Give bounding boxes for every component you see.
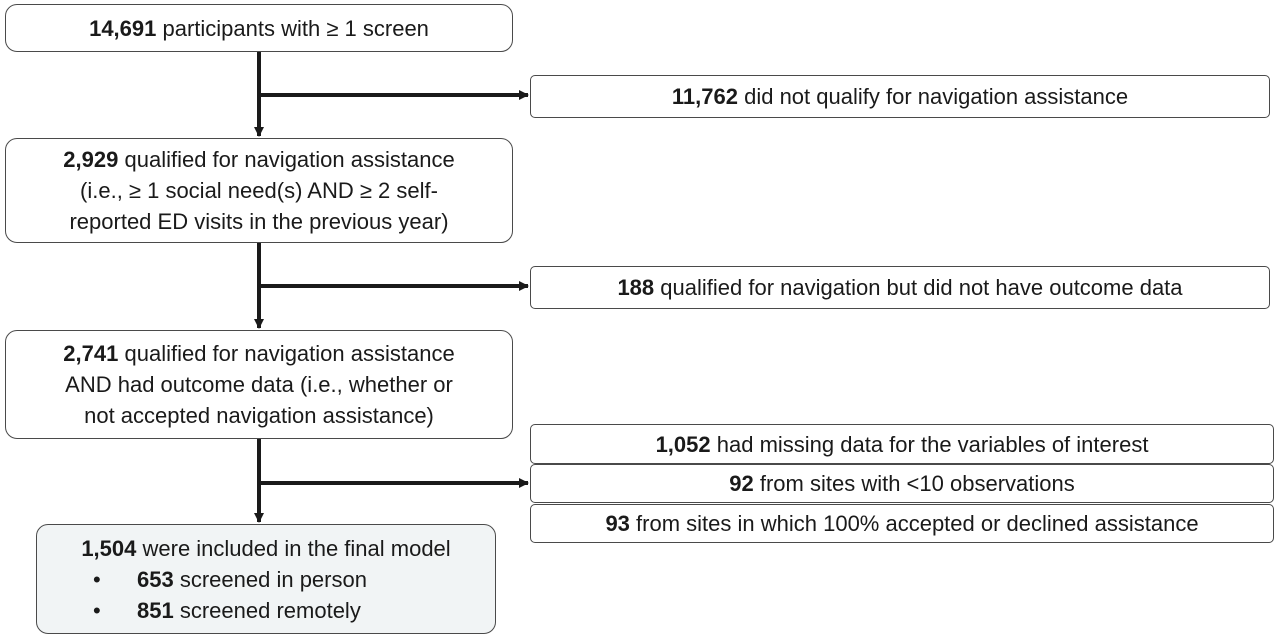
uniform-sites-count: 93 (605, 511, 630, 536)
small-sites-count: 92 (729, 471, 754, 496)
no-outcome-data-box: 188 qualified for navigation but did not… (530, 266, 1270, 309)
missing-data-count: 1,052 (655, 431, 711, 457)
outcome-data-line-2: AND had outcome data (i.e., whether or (65, 372, 453, 397)
final-model-count: 1,504 (81, 535, 137, 561)
not-qualified-count: 11,762 (671, 84, 738, 109)
qualified-line-1: qualified for navigation assistance (124, 147, 455, 172)
in-person-count: 653 (137, 566, 174, 592)
outcome-data-box: 2,741 qualified for navigation assistanc… (5, 330, 513, 439)
qualified-line-3: reported ED visits in the previous year) (69, 209, 449, 234)
participants-screened-box: 14,691 participants with ≥ 1 screen (5, 4, 513, 52)
bullet-in-person: • 653 screened in person (37, 564, 495, 595)
outcome-data-line-1: qualified for navigation assistance (124, 341, 455, 366)
participants-screened-label: participants with ≥ 1 screen (162, 15, 429, 41)
small-sites-label: from sites with <10 observations (759, 471, 1075, 496)
uniform-sites-label: from sites in which 100% accepted or dec… (636, 511, 1199, 536)
outcome-data-line-3: not accepted navigation assistance) (84, 403, 434, 428)
participants-screened-count: 14,691 (89, 15, 157, 41)
outcome-data-count: 2,741 (63, 341, 119, 366)
in-person-label: screened in person (179, 566, 367, 592)
missing-data-label: had missing data for the variables of in… (716, 431, 1149, 457)
final-model-box: 1,504 were included in the final model •… (36, 524, 496, 634)
not-qualified-box: 11,762 did not qualify for navigation as… (530, 75, 1270, 118)
missing-data-box: 1,052 had missing data for the variables… (530, 424, 1274, 464)
remote-label: screened remotely (179, 597, 361, 623)
qualified-line-2: (i.e., ≥ 1 social need(s) AND ≥ 2 self- (80, 178, 438, 203)
not-qualified-label: did not qualify for navigation assistanc… (744, 84, 1129, 109)
qualified-box: 2,929 qualified for navigation assistanc… (5, 138, 513, 243)
final-model-label: were included in the final model (142, 535, 451, 561)
qualified-count: 2,929 (63, 147, 119, 172)
bullet-remote: • 851 screened remotely (37, 595, 495, 626)
no-outcome-data-label: qualified for navigation but did not hav… (660, 275, 1183, 300)
bullet-marker: • (93, 597, 101, 623)
small-sites-box: 92 from sites with <10 observations (530, 464, 1274, 503)
uniform-sites-box: 93 from sites in which 100% accepted or … (530, 504, 1274, 543)
no-outcome-data-count: 188 (617, 275, 655, 300)
remote-count: 851 (137, 597, 174, 623)
bullet-marker: • (93, 566, 101, 592)
